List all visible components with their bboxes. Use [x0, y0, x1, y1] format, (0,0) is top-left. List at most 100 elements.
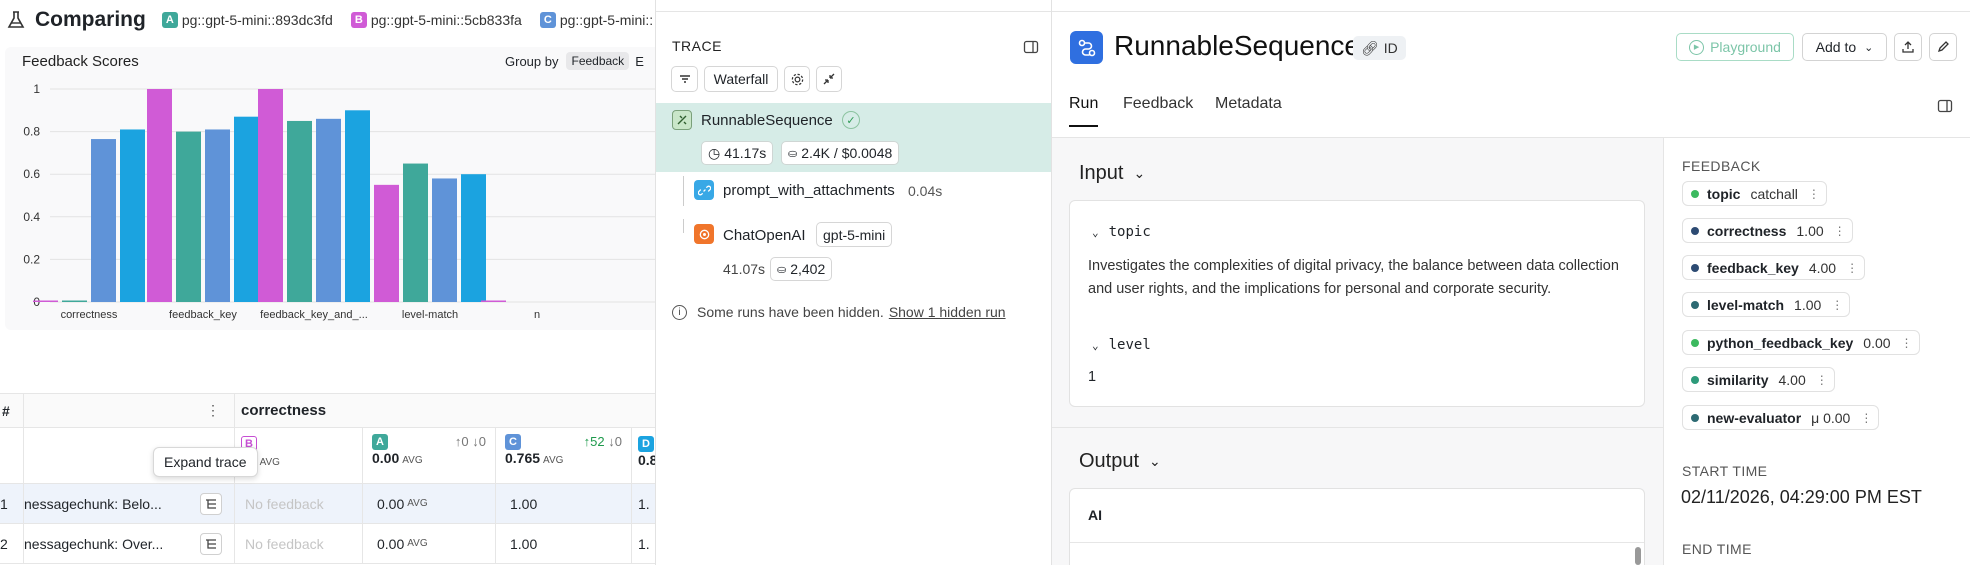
x-tick-label: feedback_key_and_... — [260, 309, 368, 321]
avg-a-value: 0.00 — [372, 450, 400, 466]
table-row[interactable]: 1 nessagechunk: Belo... No feedback 0.00… — [0, 484, 655, 524]
more-vertical-icon[interactable]: ⋮ — [1807, 186, 1820, 201]
experiment-b[interactable]: B pg::gpt-5-mini::5cb833fa — [350, 12, 522, 28]
experiment-badge-a: A — [161, 12, 178, 28]
feedback-value: 4.00 — [1778, 371, 1806, 388]
level-key-toggle[interactable]: ⌄level — [1092, 337, 1151, 353]
status-dot — [1691, 263, 1699, 272]
add-to-button[interactable]: Add to⌄ — [1802, 33, 1887, 61]
more-vertical-icon: ⋮ — [206, 402, 220, 418]
trace-run-prompt[interactable]: prompt_with_attachments 0.04s — [656, 176, 1051, 206]
run-latency-chip: ◷41.17s — [701, 141, 774, 165]
link-icon: 🔗︎ — [1361, 39, 1379, 56]
chevron-down-icon: ⌄ — [1133, 165, 1146, 181]
y-tick-label: 0.6 — [23, 167, 40, 181]
y-tick-label: 0.8 — [23, 125, 40, 139]
upload-icon — [1902, 41, 1914, 53]
collapse-panel-button[interactable] — [1020, 36, 1042, 58]
tab-feedback[interactable]: Feedback — [1123, 95, 1194, 112]
trace-topbar — [656, 0, 1051, 12]
avg-a-down: 0 — [478, 434, 486, 449]
copy-id-button[interactable]: 🔗︎ID — [1353, 36, 1406, 60]
x-tick-label: feedback_key — [169, 309, 237, 321]
x-tick-label: level-match — [402, 309, 458, 321]
toggle-sidebar-button[interactable] — [1937, 98, 1953, 119]
more-vertical-icon[interactable]: ⋮ — [1900, 335, 1913, 350]
settings-button[interactable] — [784, 66, 810, 92]
hidden-runs-note: i Some runs have been hidden. Show 1 hid… — [672, 304, 1006, 320]
openai-icon — [694, 224, 714, 244]
group-by-trail: E — [635, 53, 644, 69]
experiment-a[interactable]: A pg::gpt-5-mini::893dc3fd — [161, 12, 333, 28]
experiment-c[interactable]: C pg::gpt-5-mini:: — [539, 12, 654, 28]
topic-key-toggle[interactable]: ⌄topic — [1092, 224, 1151, 240]
more-vertical-icon[interactable]: ⋮ — [1815, 372, 1828, 387]
trace-run-runnablesequence[interactable]: RunnableSequence ✓ ◷41.17s ⛀2.4K / $0.00… — [656, 103, 1051, 172]
chevron-down-icon: ⌄ — [1864, 41, 1874, 54]
column-menu-button[interactable]: ⋮ — [24, 394, 235, 427]
trace-tree-icon — [206, 538, 216, 549]
avg-a-arrows: ↑0 ↓0 — [454, 434, 486, 449]
playground-button[interactable]: ▶Playground — [1676, 33, 1794, 61]
experiment-c-name: pg::gpt-5-mini:: — [559, 12, 654, 28]
sidebar-divider — [1663, 138, 1664, 565]
badge-c: C — [505, 434, 521, 450]
more-vertical-icon[interactable]: ⋮ — [1846, 260, 1859, 275]
output-section-toggle[interactable]: Output⌄ — [1079, 450, 1161, 473]
row-a-value: 0.00 — [377, 495, 405, 512]
input-card: ⌄topic Investigates the complexities of … — [1069, 200, 1645, 407]
output-divider — [1070, 542, 1644, 543]
expand-trace-tooltip: Expand trace — [153, 447, 258, 477]
flask-icon — [7, 11, 25, 28]
experiment-a-name: pg::gpt-5-mini::893dc3fd — [181, 12, 333, 28]
expand-trace-button[interactable] — [200, 532, 222, 555]
waterfall-toggle[interactable]: Waterfall — [704, 66, 778, 92]
feedback-name: feedback_key — [1707, 259, 1799, 276]
tree-connector — [683, 176, 684, 206]
edit-button[interactable] — [1929, 33, 1957, 61]
more-vertical-icon[interactable]: ⋮ — [1833, 223, 1846, 238]
run-name: ChatOpenAI — [723, 227, 806, 244]
expand-trace-button[interactable] — [200, 492, 222, 515]
share-button[interactable] — [1894, 33, 1922, 61]
bar-B-2 — [258, 89, 283, 302]
avg-c-up: 52 — [590, 434, 605, 449]
chain-run-icon — [672, 110, 692, 130]
topic-key: topic — [1108, 224, 1151, 240]
output-scrollbar[interactable] — [1635, 547, 1641, 565]
show-hidden-run-link[interactable]: Show 1 hidden run — [888, 304, 1006, 320]
tab-run[interactable]: Run — [1069, 95, 1099, 127]
input-section-toggle[interactable]: Input⌄ — [1079, 162, 1145, 185]
trace-run-chatopenai[interactable]: ChatOpenAI gpt-5-mini 41.07s ⛀2,402 — [656, 219, 1051, 284]
more-vertical-icon[interactable]: ⋮ — [1831, 297, 1844, 312]
feedback-value: 1.00 — [1794, 296, 1822, 313]
tabs-divider — [1052, 137, 1970, 138]
collapse-all-button[interactable] — [816, 66, 842, 92]
feedback-value: 0.00 — [1863, 334, 1891, 351]
bar-D-1 — [234, 116, 259, 302]
detail-topbar — [1052, 0, 1970, 12]
more-vertical-icon[interactable]: ⋮ — [1860, 410, 1873, 425]
gear-icon — [791, 73, 803, 85]
tab-metadata[interactable]: Metadata — [1215, 95, 1282, 112]
topic-value: Investigates the complexities of digital… — [1088, 258, 1619, 297]
group-by-select[interactable]: Feedback — [566, 52, 630, 70]
run-title: RunnableSequence — [1114, 30, 1360, 61]
table-header-row: # ⋮ correctness — [0, 393, 655, 428]
feedback-name: correctness — [1707, 222, 1787, 239]
row-c-value: 1.00 — [496, 524, 632, 563]
row-b-value: No feedback — [235, 484, 363, 523]
page-title: Comparing — [35, 8, 146, 31]
filter-button[interactable] — [671, 66, 698, 92]
table-row[interactable]: 2 nessagechunk: Over... No feedback 0.00… — [0, 524, 655, 564]
